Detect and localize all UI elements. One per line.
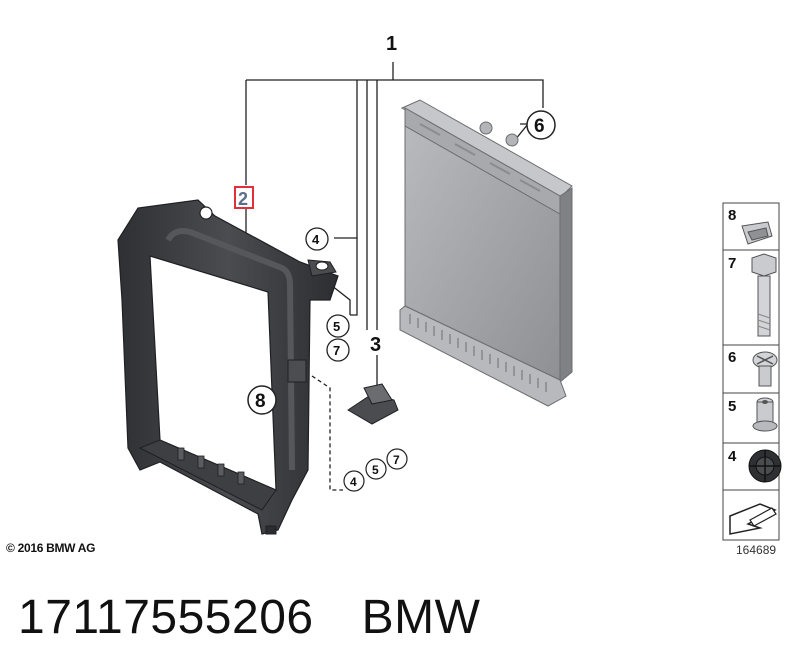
arrow-icon — [729, 503, 777, 535]
callout-7: 7 — [333, 343, 340, 358]
callout-2: 2 — [238, 189, 248, 209]
callout-2-highlight — [234, 186, 254, 209]
parts-diagram: 1 2 3 4 5 7 6 8 4 5 7 8 7 — [117, 33, 782, 541]
callout-5-lower: 5 — [372, 463, 379, 477]
legend-number-7: 7 — [728, 255, 736, 272]
legend-number-6: 6 — [728, 349, 736, 366]
part-number: 17117555206 — [18, 591, 314, 644]
callout-4: 4 — [312, 232, 320, 247]
radiator-fins — [409, 314, 547, 392]
bushing-icon — [752, 397, 778, 432]
brand-name: BMW — [361, 591, 481, 644]
legend-number-4: 4 — [728, 448, 737, 465]
legend-number-8: 8 — [728, 207, 736, 224]
bracket-part-3 — [347, 383, 399, 425]
callout-7-lower: 7 — [393, 453, 400, 467]
callout-4-lower: 4 — [350, 475, 357, 489]
parts-legend: 8 7 6 5 4 — [722, 202, 782, 541]
fan-shroud-frame — [117, 199, 339, 535]
callout-6: 6 — [534, 116, 545, 137]
callout-3: 3 — [370, 334, 381, 356]
hex-bolt-icon — [751, 253, 777, 337]
clip-nut-icon — [741, 221, 773, 245]
radiator — [399, 99, 573, 407]
callout-1: 1 — [386, 33, 397, 55]
rubber-grommet-icon — [748, 449, 782, 483]
phillips-screw-icon — [752, 351, 778, 387]
part-footer: 17117555206 BMW — [18, 590, 480, 645]
callouts: 1 2 3 4 5 7 6 8 4 5 7 — [234, 33, 556, 492]
callout-8: 8 — [255, 391, 266, 412]
copyright: © 2016 BMW AG — [6, 541, 96, 555]
callout-5: 5 — [333, 319, 340, 334]
legend-number-5: 5 — [728, 398, 736, 415]
diagram-number: 164689 — [736, 543, 777, 557]
